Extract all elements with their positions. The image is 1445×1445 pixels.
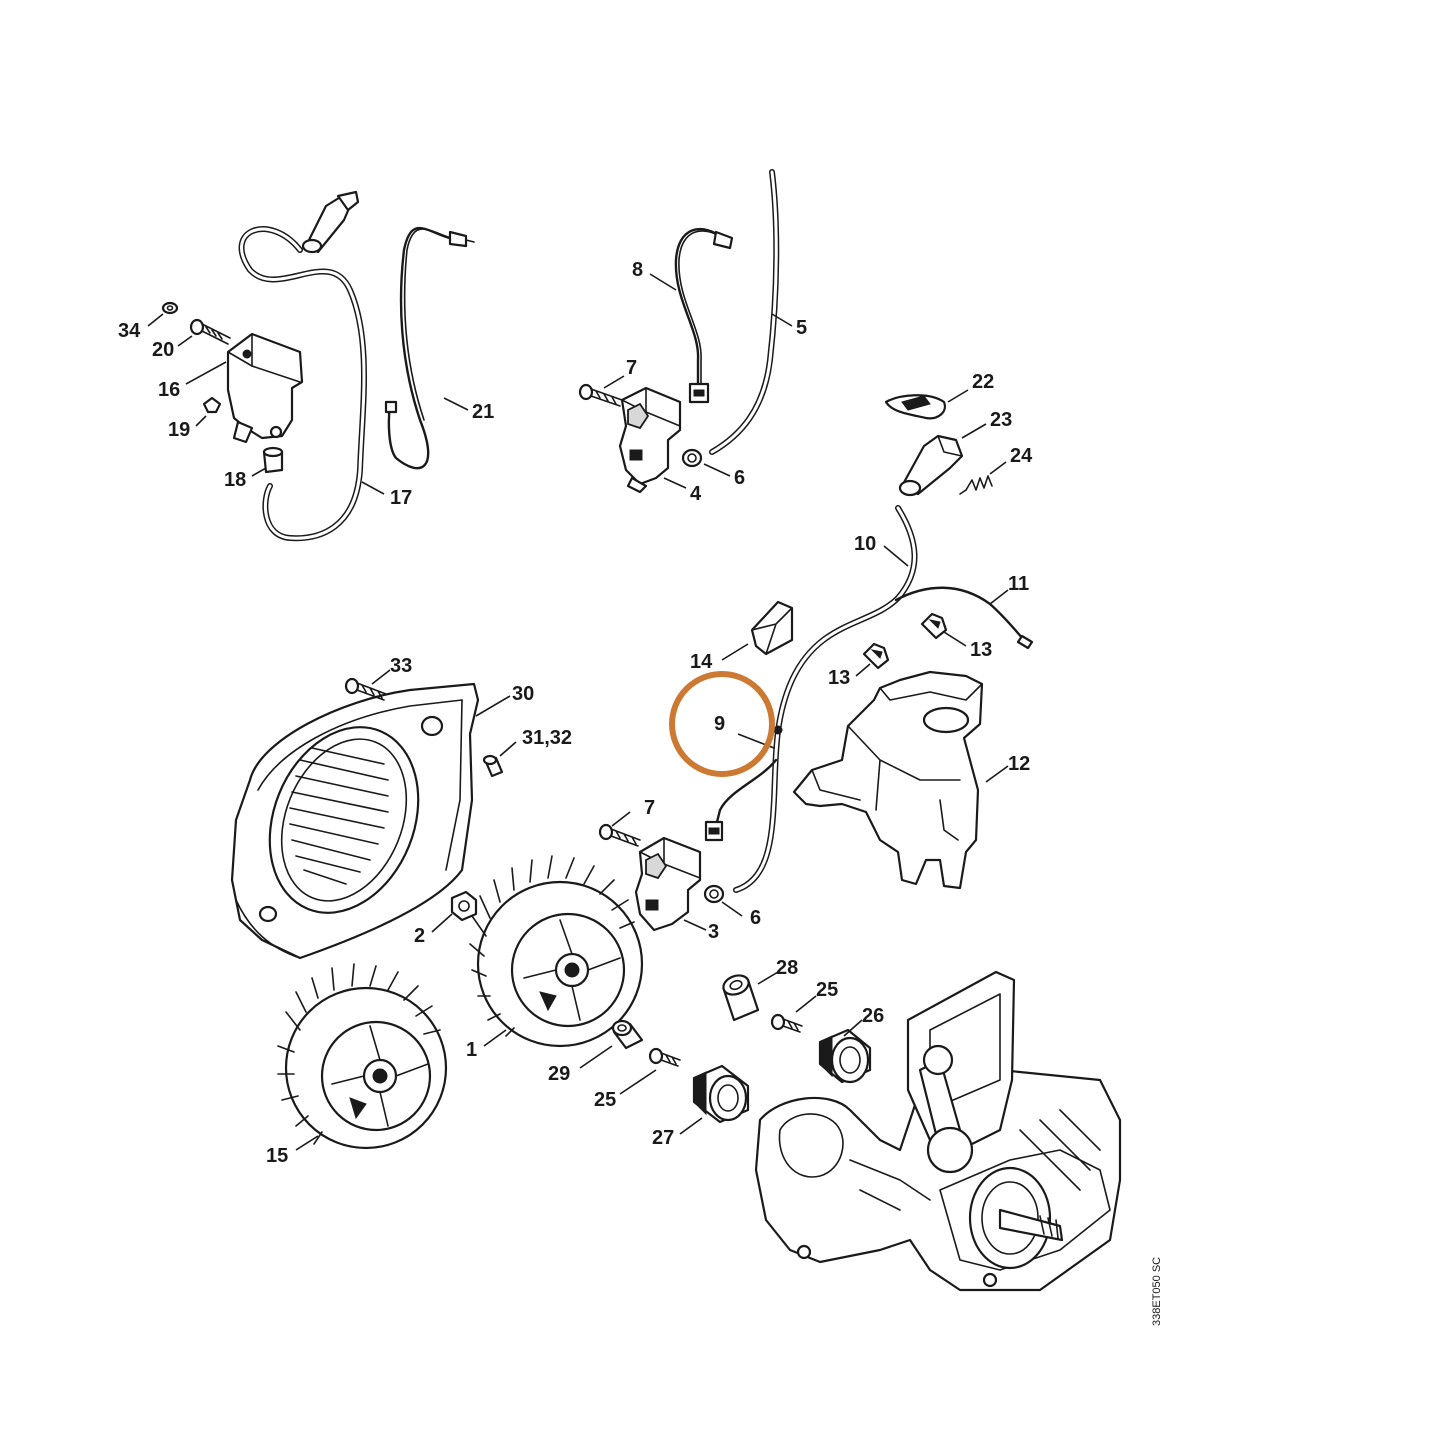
grommet-6-top xyxy=(681,448,703,468)
callout-4: 4 xyxy=(690,483,702,505)
callout-34: 34 xyxy=(118,320,141,342)
screw-25-left xyxy=(648,1047,681,1067)
callout-7-bottom: 7 xyxy=(644,797,655,819)
callout-17: 17 xyxy=(390,487,412,509)
callout-7-top: 7 xyxy=(626,357,637,379)
grommet-6-bottom xyxy=(703,884,725,904)
short-circuit-wire-11 xyxy=(894,586,1034,650)
callout-26: 26 xyxy=(862,1005,884,1027)
sleeve-29 xyxy=(611,1019,644,1050)
boot-cap-22 xyxy=(884,394,946,420)
callout-27: 27 xyxy=(652,1127,674,1149)
fan-housing-30 xyxy=(230,682,480,960)
callout-22: 22 xyxy=(972,371,994,393)
rubber-buffer-14 xyxy=(750,600,794,656)
callout-25-left: 25 xyxy=(594,1089,616,1111)
screw-7-top xyxy=(578,383,623,407)
grommet-18 xyxy=(262,446,284,474)
clip-13-left xyxy=(862,642,890,670)
flywheel-1 xyxy=(469,855,644,1048)
callout-13-right: 13 xyxy=(970,639,992,661)
washer-34 xyxy=(161,301,179,315)
callout-19: 19 xyxy=(168,419,190,441)
callout-24: 24 xyxy=(1010,445,1033,467)
callout-21: 21 xyxy=(472,401,494,423)
spring-24 xyxy=(959,475,993,495)
clip-13-right xyxy=(920,612,948,640)
callout-28: 28 xyxy=(776,957,798,979)
callout-9: 9 xyxy=(714,713,725,735)
callout-30: 30 xyxy=(512,683,534,705)
callout-14: 14 xyxy=(690,651,713,673)
spark-plug-boot-23 xyxy=(898,434,964,497)
highlight-ring xyxy=(669,671,775,777)
callout-18: 18 xyxy=(224,469,246,491)
ignition-lead-17 xyxy=(238,190,367,542)
callout-labels: 34 20 16 19 18 17 21 8 5 7 6 4 22 23 24 … xyxy=(118,259,1033,1167)
callout-23: 23 xyxy=(990,409,1012,431)
callout-15: 15 xyxy=(266,1145,288,1167)
screw-33 xyxy=(344,677,387,701)
callout-2: 2 xyxy=(414,925,425,947)
callout-13-left: 13 xyxy=(828,667,850,689)
sleeve-28 xyxy=(722,974,760,1022)
callout-8: 8 xyxy=(632,259,643,281)
clip-19 xyxy=(202,396,222,414)
screw-20 xyxy=(189,318,231,345)
leader-lines xyxy=(147,273,1009,1151)
callout-16: 16 xyxy=(158,379,180,401)
screw-7-bottom xyxy=(598,823,641,847)
ignition-lead-10 xyxy=(733,505,918,893)
nut-2 xyxy=(450,890,478,922)
oil-seal-26 xyxy=(818,1028,872,1084)
callout-1: 1 xyxy=(466,1039,477,1061)
ignition-module-4 xyxy=(618,386,682,494)
flywheel-15 xyxy=(277,963,448,1150)
sleeve-31-32 xyxy=(482,754,504,778)
callout-11: 11 xyxy=(1008,573,1029,595)
callout-5: 5 xyxy=(796,317,807,339)
crankcase xyxy=(754,970,1122,1292)
callout-3: 3 xyxy=(708,921,719,943)
callout-6-bottom: 6 xyxy=(750,907,761,929)
connecting-cable-8 xyxy=(674,227,734,404)
ignition-module-16 xyxy=(226,332,304,444)
callout-12: 12 xyxy=(1008,753,1030,775)
callout-29: 29 xyxy=(548,1063,570,1085)
callout-33: 33 xyxy=(390,655,412,677)
oil-seal-27 xyxy=(692,1064,750,1124)
callout-10: 10 xyxy=(854,533,876,555)
document-code: 338ET050 SC xyxy=(1151,1257,1163,1326)
ignition-module-3 xyxy=(634,836,702,932)
baffle-12 xyxy=(792,670,984,890)
short-circuit-wire-21 xyxy=(384,226,475,470)
callout-31-32: 31,32 xyxy=(522,727,572,749)
callout-25-right: 25 xyxy=(816,979,838,1001)
callout-6-top: 6 xyxy=(734,467,745,489)
screw-25-right xyxy=(770,1013,803,1033)
ignition-lead-5 xyxy=(709,169,780,455)
callout-20: 20 xyxy=(152,339,174,361)
